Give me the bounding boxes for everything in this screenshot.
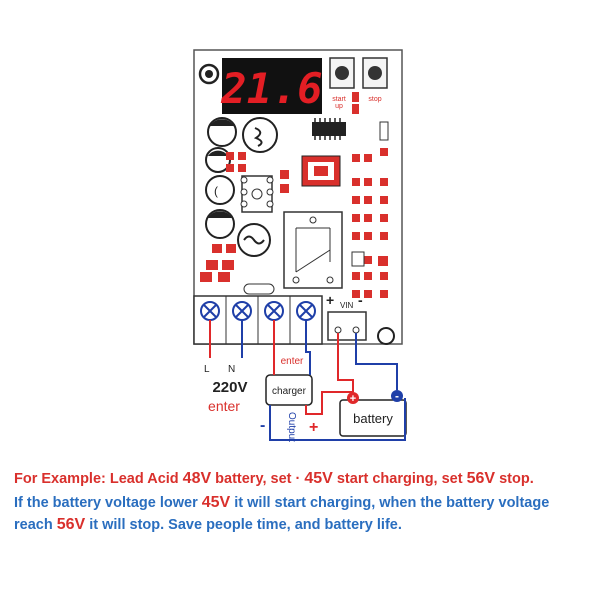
stop-label: stop [368, 96, 381, 103]
neutral-label: N [228, 364, 235, 375]
charger-minus-label: - [260, 417, 265, 434]
relay-board-wiring-diagram: 21.6 start up stop ( [193, 49, 407, 442]
led-display [222, 58, 322, 114]
vin-label: VIN [340, 301, 354, 310]
vin-connector [327, 311, 367, 341]
vin-minus-label: - [358, 292, 363, 308]
stop-button[interactable] [362, 57, 388, 89]
screw-terminal-icon [296, 301, 316, 321]
caption-line-3: reach 56V it will stop. Save people time… [14, 516, 402, 533]
relay [283, 211, 343, 289]
smd-components [200, 148, 388, 298]
charger-box [265, 374, 313, 406]
ic-chip [312, 118, 346, 140]
vin-plus-label: + [326, 292, 334, 308]
battery-plus-label: + [350, 393, 356, 405]
inductor-icon [242, 117, 278, 153]
mounting-hole-icon [198, 63, 220, 85]
capacitor-icon [205, 209, 235, 239]
start-label: start [332, 96, 346, 103]
charger-output-label: Output [286, 412, 297, 442]
caption-line-1: For Example: Lead Acid 48V battery, set … [14, 470, 534, 487]
display-value: 21.6 [220, 64, 322, 113]
capacitor-icon [207, 117, 237, 147]
regulator-chip [301, 155, 341, 187]
svg-text:(: ( [214, 184, 218, 198]
live-label: L [204, 364, 210, 375]
screw-terminal-icon [232, 301, 252, 321]
ic-socket [240, 175, 274, 213]
charger-enter-label: enter [281, 356, 304, 367]
voltage-label: 220V [212, 379, 247, 396]
up-label: up [335, 103, 343, 110]
capacitor-icon: ( [205, 175, 235, 205]
mains-enter-label: enter [208, 398, 240, 414]
charger-label: charger [272, 386, 307, 397]
inductor-icon [237, 223, 271, 257]
battery-label: battery [353, 411, 393, 426]
charger-plus-label: + [309, 419, 318, 436]
screw-terminal-icon [200, 301, 220, 321]
wiring [269, 320, 406, 441]
battery-minus-label: - [395, 389, 399, 403]
screw-terminal-icon [264, 301, 284, 321]
mounting-hole-icon [377, 327, 395, 345]
start-up-button[interactable] [329, 57, 355, 89]
caption-line-2: If the battery voltage lower 45V it will… [14, 494, 550, 511]
